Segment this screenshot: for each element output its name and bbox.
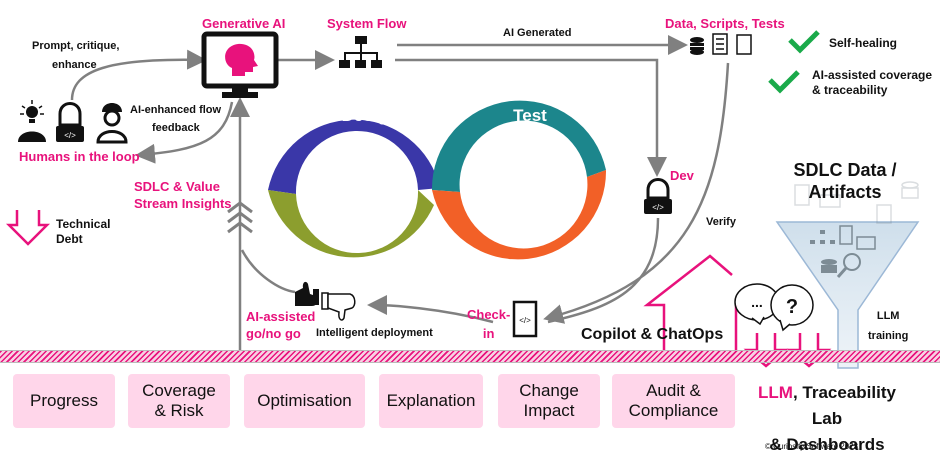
- sdlc-cycle: Design Test Develop Monitor: [268, 100, 607, 275]
- idea-person-icon: [18, 100, 46, 142]
- sdlc-data-line2: Artifacts: [808, 182, 882, 202]
- striped-divider: [0, 350, 940, 363]
- llm-training-line1: LLM: [876, 310, 900, 322]
- ai-assisted-go-label: AI-assisted go/no go: [246, 308, 315, 342]
- cycle-label-monitor: Monitor: [335, 256, 398, 275]
- output-box-explanation[interactable]: Explanation: [379, 374, 483, 428]
- output-box-audit-compliance[interactable]: Audit &Compliance: [612, 374, 735, 428]
- chat-bubble-icon: ...: [734, 283, 780, 326]
- check-in-line2: in: [482, 326, 495, 341]
- check-in-code-icon: </>: [512, 300, 538, 338]
- cycle-segment-develop: [432, 170, 607, 260]
- technical-debt-label: Technical Debt: [56, 217, 110, 247]
- dev-to-checkin: [547, 217, 660, 324]
- verify-label: Verify: [706, 216, 736, 228]
- check-icon: [788, 30, 820, 54]
- svg-text:</>: </>: [64, 131, 76, 140]
- question-bubble-icon: ?: [770, 284, 814, 332]
- copilot-up-arrow-icon: [643, 254, 738, 350]
- system-flow-label: System Flow: [327, 16, 407, 31]
- developer-person-icon: </>: [56, 102, 84, 142]
- benefit-coverage: AI-assisted coverage & traceability: [812, 68, 932, 98]
- check-icon: [768, 70, 800, 94]
- llm-training-line2: training: [868, 330, 909, 342]
- copyright-label: © Curiosity Software 2023: [765, 442, 859, 451]
- cycle-label-design: Design: [342, 106, 399, 125]
- thumbs-down-icon: [321, 292, 356, 321]
- svg-text:</>: </>: [652, 203, 664, 212]
- verify-curve: [543, 62, 730, 324]
- feedback-arrow: [135, 101, 234, 164]
- prompt-label: Prompt, critique,: [32, 40, 120, 52]
- output-label: Coverage: [142, 381, 216, 400]
- sdlc-insights-line2: Stream Insights: [134, 196, 232, 211]
- cycle-segment-test: [431, 100, 606, 192]
- dev-label: Dev: [670, 168, 694, 183]
- llm-dashboards-label: LLM, Traceability Lab & Dashboards: [752, 380, 902, 458]
- sdlc-data-label: SDLC Data / Artifacts: [790, 159, 900, 203]
- output-label: Optimisation: [257, 391, 352, 410]
- prompt-arrow: [70, 49, 207, 101]
- intelligent-deployment-label: Intelligent deployment: [316, 327, 433, 339]
- output-label-2: Impact: [523, 401, 575, 420]
- dev-person-icon: </>: [644, 178, 672, 214]
- generative-ai-label: Generative AI: [202, 16, 286, 31]
- output-label: Audit &: [646, 381, 701, 400]
- svg-text:</>: </>: [519, 316, 531, 325]
- down-arrow-icon: [5, 210, 51, 246]
- output-label-2: & Risk: [154, 401, 204, 420]
- engineer-person-icon: [96, 103, 128, 144]
- sdlc-insights-label: SDLC & Value Stream Insights: [134, 178, 232, 212]
- benefit-self-healing: Self-healing: [829, 36, 898, 50]
- dashboards-text: & Dashboards: [769, 435, 885, 454]
- checklist-icon: [712, 33, 728, 55]
- output-label: Change: [519, 381, 579, 400]
- funnel-icon: [775, 181, 920, 369]
- data-scripts-tests-label: Data, Scripts, Tests: [665, 16, 785, 31]
- sdlc-data-line1: SDLC Data /: [793, 160, 897, 180]
- technical-debt-line2: Debt: [56, 232, 83, 246]
- system-flow-icon: [339, 36, 382, 68]
- chevrons-up-icon: [227, 201, 253, 234]
- svg-text:...: ...: [751, 294, 763, 310]
- sdlc-insights-line1: SDLC & Value: [134, 179, 220, 194]
- ai-generated-label: AI Generated: [503, 27, 572, 39]
- ai-assisted-line1: AI-assisted: [246, 309, 316, 324]
- copilot-label: Copilot & ChatOps: [581, 326, 724, 343]
- connector-lines: [70, 35, 730, 350]
- monitor-to-deploy: [240, 249, 296, 294]
- to-dev-line: [395, 58, 667, 177]
- technical-debt-line1: Technical: [56, 217, 111, 231]
- ai-assisted-line2: go/no go: [246, 326, 301, 341]
- cycle-segment-monitor: [268, 190, 434, 258]
- llm-training-label: LLM training: [868, 306, 908, 346]
- svg-text:?: ?: [786, 296, 798, 318]
- check-in-line1: Check-: [467, 307, 511, 322]
- database-icon: [690, 37, 704, 55]
- prompt-label-2: enhance: [52, 59, 97, 71]
- check-in-label: Check- in: [467, 305, 510, 343]
- benefit-coverage-line1: AI-assisted coverage: [812, 68, 933, 82]
- output-box-optimisation[interactable]: Optimisation: [244, 374, 365, 428]
- checkin-to-deploy: [367, 295, 494, 324]
- ai-flow-label-2: feedback: [152, 122, 200, 134]
- ai-flow-label: AI-enhanced flow: [130, 104, 222, 116]
- output-box-coverage-risk[interactable]: Coverage& Risk: [128, 374, 230, 428]
- cycle-segment-design: [268, 119, 440, 194]
- cycle-label-develop: Develop: [494, 256, 560, 275]
- output-label-2: Compliance: [628, 401, 719, 420]
- output-box-progress[interactable]: Progress: [13, 374, 115, 428]
- generative-ai-monitor-icon: [201, 31, 279, 98]
- benefit-coverage-line2: & traceability: [812, 83, 888, 97]
- traceability-lab-text: , Traceability Lab: [792, 383, 896, 428]
- thumbs-up-icon: [295, 281, 319, 306]
- code-file-icon: [736, 34, 752, 55]
- output-label: Explanation: [386, 391, 476, 410]
- llm-highlight: LLM: [758, 383, 793, 402]
- output-label: Progress: [29, 391, 99, 410]
- cycle-label-test: Test: [513, 106, 547, 125]
- humans-in-loop-label: Humans in the loop: [19, 149, 140, 164]
